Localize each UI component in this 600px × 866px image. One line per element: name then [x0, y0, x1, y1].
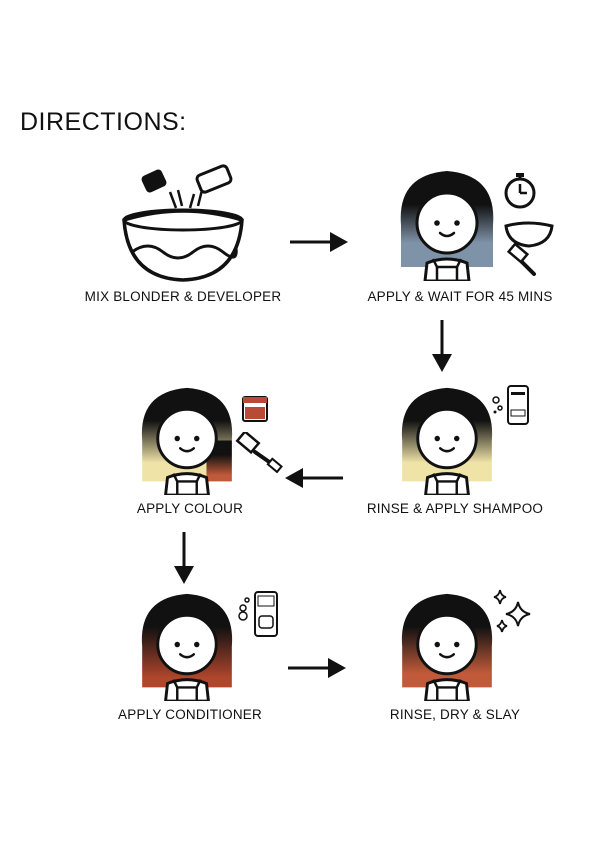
arrow-left-icon [285, 468, 343, 488]
step-apply-conditioner: APPLY CONDITIONER [70, 588, 310, 722]
person-icon [401, 387, 493, 496]
step-apply-colour: APPLY COLOUR [70, 382, 310, 516]
person-icon [141, 593, 233, 702]
person-icon [141, 387, 233, 496]
sparkle-icon [493, 589, 531, 633]
step-rinse-shampoo: RINSE & APPLY SHAMPOO [335, 382, 575, 516]
step-mix-label: MIX BLONDER & DEVELOPER [84, 289, 282, 304]
step-apply-colour-label: APPLY COLOUR [136, 501, 244, 516]
arrow-down-icon [174, 532, 194, 584]
page-title: DIRECTIONS: [20, 108, 187, 136]
person-icon [400, 171, 494, 281]
step-rinse-dry-slay: RINSE, DRY & SLAY [335, 588, 575, 722]
colour-jar-icon [242, 396, 268, 422]
step-apply-wait: APPLY & WAIT FOR 45 MINS [340, 165, 580, 304]
shampoo-bottle-icon [492, 385, 529, 425]
mixing-bowl-icon [122, 164, 244, 282]
brush-icon [235, 432, 283, 474]
arrow-right-icon [290, 232, 348, 252]
step-rinse-shampoo-label: RINSE & APPLY SHAMPOO [366, 501, 544, 516]
step-apply-wait-label: APPLY & WAIT FOR 45 MINS [367, 289, 553, 304]
conditioner-bottle-icon [238, 591, 278, 637]
step-rinse-dry-slay-label: RINSE, DRY & SLAY [389, 707, 521, 722]
step-mix: MIX BLONDER & DEVELOPER [63, 160, 303, 304]
arrow-down-icon [432, 320, 452, 372]
arrow-right-icon [288, 658, 346, 678]
bowl-and-brush-icon [504, 221, 554, 276]
step-apply-conditioner-label: APPLY CONDITIONER [118, 707, 262, 722]
person-icon [401, 593, 493, 702]
stopwatch-icon [504, 173, 536, 209]
